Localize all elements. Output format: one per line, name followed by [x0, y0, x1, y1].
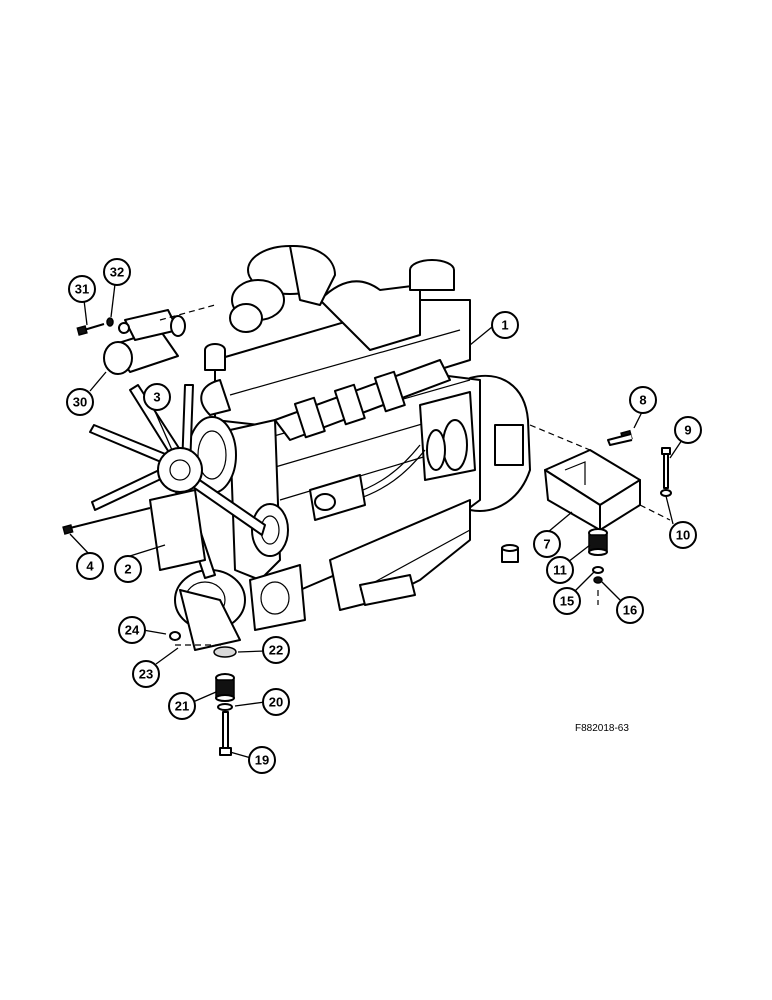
- washer-32: [106, 317, 114, 327]
- nut-16: [593, 576, 603, 584]
- leader-lines: [69, 283, 683, 759]
- callout-24: 24: [118, 616, 146, 644]
- callout-10: 10: [669, 521, 697, 549]
- svg-text:20: 20: [269, 695, 283, 710]
- svg-text:15: 15: [560, 594, 574, 609]
- callout-1: 1: [491, 311, 519, 339]
- callout-9: 9: [674, 416, 702, 444]
- callout-32: 32: [103, 258, 131, 286]
- callout-16: 16: [616, 596, 644, 624]
- engine-assembly: [174, 244, 531, 631]
- callout-7: 7: [533, 530, 561, 558]
- svg-text:19: 19: [255, 753, 269, 768]
- callout-31: 31: [68, 275, 96, 303]
- callout-11: 11: [546, 556, 574, 584]
- svg-text:11: 11: [553, 563, 567, 578]
- bolt-31: [76, 323, 105, 336]
- washer-15: [592, 566, 604, 574]
- svg-text:10: 10: [676, 528, 690, 543]
- right-mount-bracket: [544, 449, 641, 531]
- washer-20: [217, 703, 233, 711]
- svg-text:16: 16: [623, 603, 637, 618]
- callout-23: 23: [132, 660, 160, 688]
- callout-3: 3: [143, 383, 171, 411]
- svg-text:1: 1: [501, 318, 508, 333]
- callout-20: 20: [262, 688, 290, 716]
- svg-text:32: 32: [110, 265, 124, 280]
- callout-8: 8: [629, 386, 657, 414]
- svg-text:8: 8: [639, 393, 646, 408]
- bolt-19: [219, 711, 232, 756]
- callout-2: 2: [114, 555, 142, 583]
- svg-text:30: 30: [73, 395, 87, 410]
- svg-text:9: 9: [684, 423, 691, 438]
- callout-22: 22: [262, 636, 290, 664]
- svg-text:4: 4: [86, 559, 94, 574]
- callout-4: 4: [76, 552, 104, 580]
- svg-text:7: 7: [543, 537, 550, 552]
- callout-21: 21: [168, 692, 196, 720]
- callout-19: 19: [248, 746, 276, 774]
- isolator-11: [588, 528, 608, 556]
- starter-motor: [103, 309, 186, 375]
- fan-assembly: [89, 384, 266, 651]
- washer-22: [213, 646, 237, 658]
- nut-24: [169, 631, 181, 641]
- svg-text:24: 24: [125, 623, 140, 638]
- svg-text:3: 3: [153, 390, 160, 405]
- svg-text:22: 22: [269, 643, 283, 658]
- bolt-4: [62, 507, 151, 535]
- washer-10: [660, 489, 672, 497]
- svg-text:23: 23: [139, 667, 153, 682]
- svg-text:21: 21: [175, 699, 189, 714]
- bolt-9: [661, 447, 671, 489]
- svg-text:2: 2: [124, 562, 131, 577]
- callout-15: 15: [553, 587, 581, 615]
- isolator-21: [215, 673, 235, 702]
- svg-text:31: 31: [75, 282, 89, 297]
- figure-code: F882018-63: [575, 723, 629, 734]
- bolt-8: [607, 429, 633, 446]
- callout-30: 30: [66, 388, 94, 416]
